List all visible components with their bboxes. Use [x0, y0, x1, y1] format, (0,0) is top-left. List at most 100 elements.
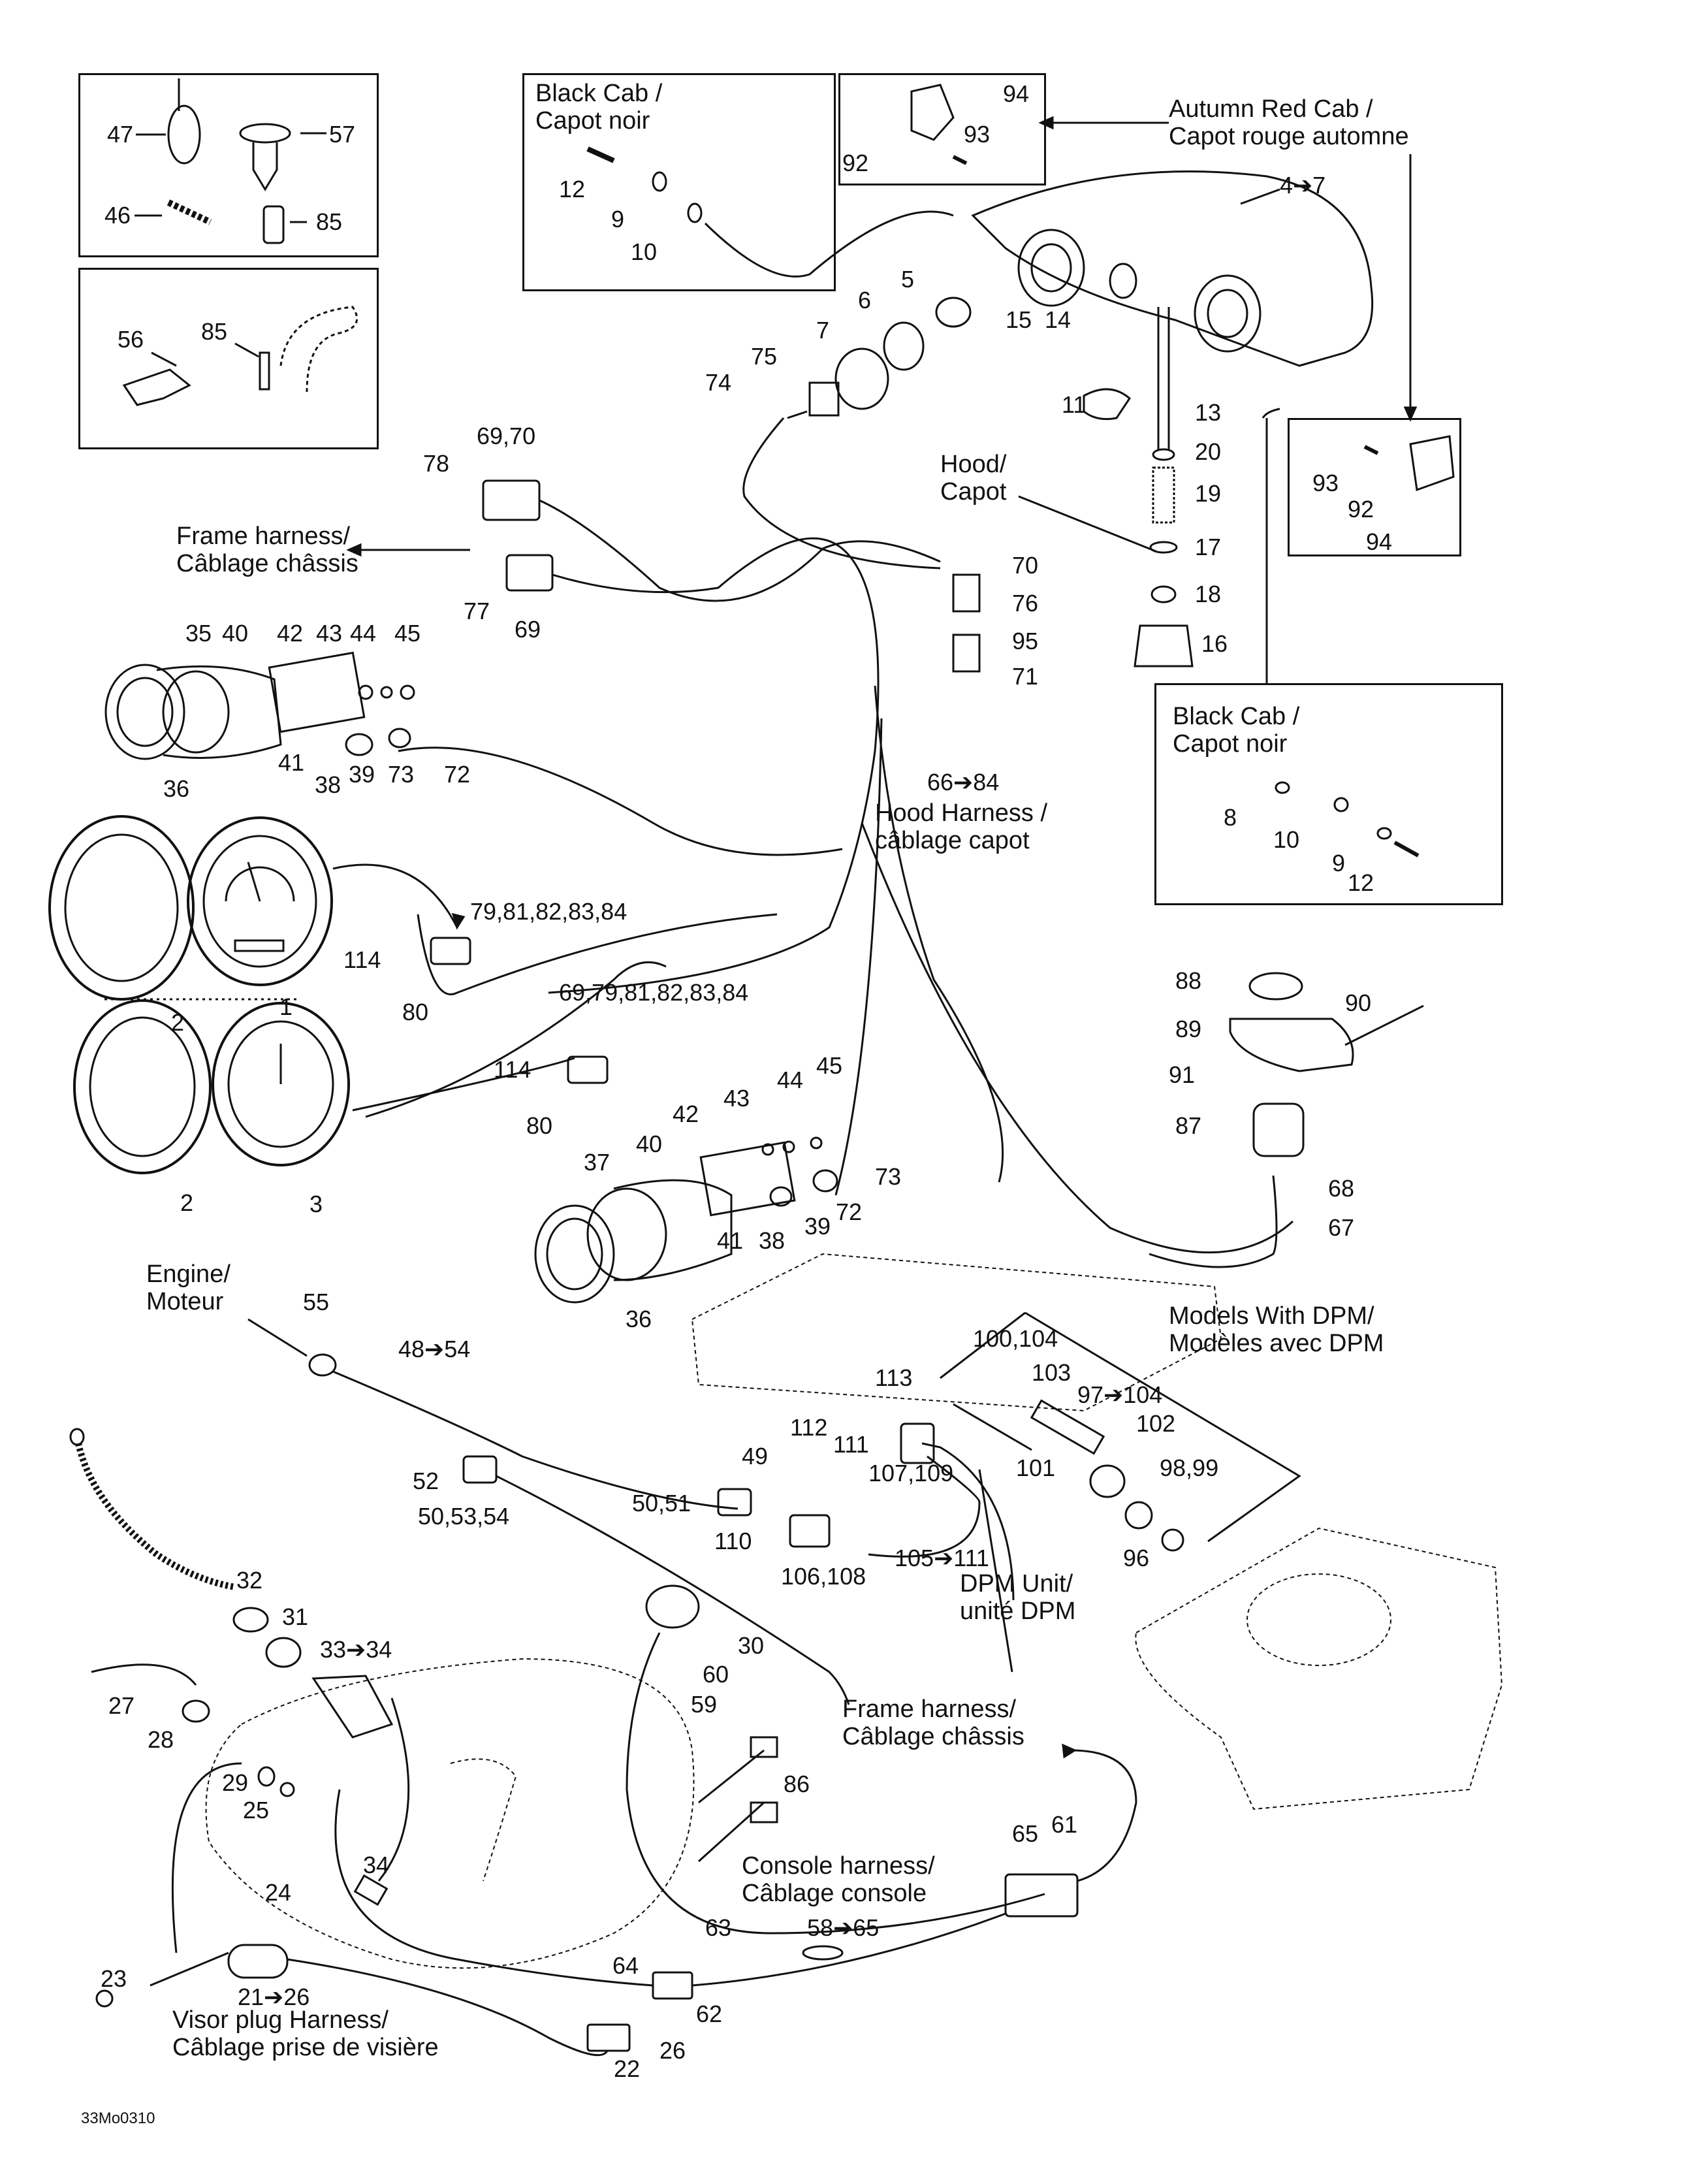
callout: 106,108	[781, 1563, 866, 1590]
callout: 25	[243, 1797, 270, 1823]
callout: 76	[1012, 590, 1039, 617]
callout: 15	[1006, 306, 1032, 333]
callout: 52	[413, 1468, 439, 1494]
callout: 103	[1032, 1359, 1071, 1386]
callout: 33➔34	[320, 1636, 392, 1663]
callout: 87	[1175, 1112, 1202, 1139]
callout: 72	[444, 761, 471, 788]
callout: 110	[714, 1528, 752, 1554]
callout: 62	[696, 2000, 723, 2027]
callout: 45	[816, 1052, 843, 1079]
callout: 85	[316, 208, 343, 235]
plug-24	[227, 1944, 289, 1979]
callout: 44	[777, 1067, 804, 1093]
callout: 12	[1348, 869, 1374, 896]
caption-hood: Hood/ Capot	[940, 451, 1007, 506]
nut-icon	[687, 202, 703, 223]
callout: 44	[350, 620, 377, 647]
callout: 10	[1273, 826, 1300, 853]
callout: 72	[836, 1198, 863, 1225]
callout: 97➔104	[1077, 1381, 1163, 1408]
callout: 49	[742, 1443, 769, 1469]
callout: 43	[723, 1085, 750, 1112]
callout: 19	[1195, 480, 1222, 507]
callout: 64	[612, 1952, 639, 1979]
callout: 59	[691, 1691, 718, 1718]
callout: 93	[1312, 470, 1339, 496]
callout: 86	[784, 1771, 810, 1797]
knob-16	[1134, 624, 1194, 667]
ecu-outline	[691, 1253, 1222, 1412]
inset-box-black-cab-top	[522, 73, 836, 291]
callout: 36	[626, 1306, 652, 1332]
callout: 39	[804, 1213, 831, 1240]
caption-visor-plug-harness: Visor plug Harness/ Câblage prise de vis…	[172, 2006, 439, 2061]
callout: 85	[201, 318, 228, 345]
callout: 58➔65	[807, 1914, 880, 1941]
callout: 61	[1051, 1811, 1078, 1838]
callout: 96	[1123, 1545, 1150, 1571]
callout: 78	[423, 450, 450, 477]
callout: 24	[265, 1879, 292, 1906]
callout: 2	[180, 1189, 194, 1216]
inset-box-autumn-red-cab	[838, 73, 1046, 185]
callout: 41	[717, 1227, 744, 1254]
callout: 2	[171, 1009, 185, 1036]
callout: 94	[1366, 528, 1393, 555]
callout: 50,51	[632, 1490, 691, 1517]
callout: 94	[1003, 80, 1030, 107]
callout: 56	[118, 326, 144, 353]
engine-block	[1135, 1527, 1503, 1810]
gauge-bracket-42b	[699, 1141, 796, 1217]
dpm-bracket	[940, 1311, 1301, 1543]
bulb-icon	[935, 297, 972, 328]
caption-frame-harness-bottom: Frame harness/ Câblage châssis	[842, 1695, 1024, 1750]
caption-hood-harness: Hood Harness / câblage capot	[875, 799, 1048, 854]
callout: 22	[614, 2055, 641, 2082]
callout: 91	[1169, 1061, 1196, 1088]
callout: 13	[1195, 399, 1222, 426]
headlight-housing	[971, 170, 1374, 367]
bracket-89	[1229, 1018, 1354, 1072]
callout: 8	[1224, 804, 1237, 831]
caption-models-with-dpm: Models With DPM/ Modèles avec DPM	[1169, 1302, 1384, 1357]
screw-icon	[586, 146, 615, 163]
callout: 17	[1195, 534, 1222, 560]
callout: 26	[659, 2037, 686, 2064]
callout: 65	[1012, 1820, 1039, 1847]
tachometer	[212, 1002, 350, 1166]
callout: 30	[738, 1632, 765, 1659]
callout: 69,70	[477, 423, 536, 449]
caption-autumn-red-cab: Autumn Red Cab / Capot rouge automne	[1169, 95, 1409, 150]
callout: 12	[559, 176, 586, 202]
callout: 42	[277, 620, 304, 647]
caption-console-harness: Console harness/ Câblage console	[742, 1852, 935, 1907]
callout: 28	[148, 1726, 174, 1753]
callout: 107,109	[868, 1460, 954, 1486]
coil-cord	[75, 1442, 236, 1590]
callout: 46	[104, 202, 131, 229]
callout: 42	[673, 1100, 699, 1127]
callout: 36	[163, 775, 190, 802]
callout: 34	[363, 1852, 390, 1878]
callout: 70	[1012, 552, 1039, 579]
callout: 23	[101, 1965, 127, 1992]
callout: 32	[236, 1567, 263, 1594]
callout: 98,99	[1160, 1454, 1219, 1481]
callout: 67	[1328, 1214, 1355, 1241]
callout: 41	[278, 749, 305, 776]
callout: 9	[1332, 850, 1346, 876]
callout: 111	[833, 1431, 869, 1458]
grommet-31	[265, 1637, 302, 1668]
callout: 114	[494, 1056, 532, 1083]
hood-harness-wire	[539, 499, 941, 602]
switch-33	[311, 1675, 394, 1739]
callout: 69	[515, 616, 541, 643]
callout: 55	[303, 1289, 330, 1315]
callout: 47	[107, 121, 134, 148]
callout: 73	[388, 761, 415, 788]
push-rivet-icon	[239, 123, 291, 144]
seat-outline	[205, 1658, 695, 1969]
callout: 101	[1016, 1454, 1056, 1481]
